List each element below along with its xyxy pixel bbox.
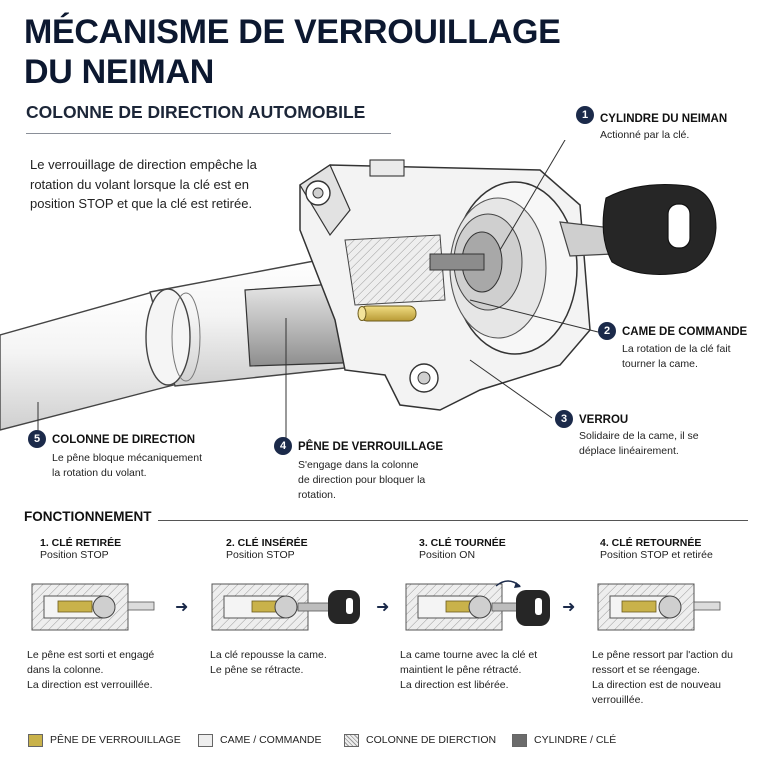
- step-2: 2. CLÉ INSÉRÉE Position STOP: [226, 537, 308, 561]
- step-desc-1: La came tourne avec la clé et maintient …: [400, 649, 538, 676]
- step-subtitle: Position ON: [419, 549, 476, 561]
- section-title: FONCTIONNEMENT: [24, 509, 152, 524]
- step-arrow-icon: ➜: [376, 599, 390, 616]
- legend-label: PÊNE DE VERROUILLAGE: [50, 734, 181, 746]
- section-divider: [158, 520, 748, 521]
- step-title: 2. CLÉ INSÉRÉE: [226, 537, 308, 549]
- step-desc-2: La direction est verrouillée.: [27, 679, 153, 691]
- step-1-illustration: [31, 583, 155, 631]
- step-subtitle: Position STOP: [226, 549, 295, 561]
- subtitle-divider: [26, 133, 391, 134]
- callout-title: CYLINDRE DU NEIMAN: [600, 113, 728, 125]
- legend-label: COLONNE DE DIERCTION: [366, 734, 497, 746]
- callout-desc: Le pêne bloque mécaniquement la rotation…: [52, 452, 203, 479]
- locking-bolt: [357, 305, 417, 322]
- callout-leaders: [37, 140, 599, 440]
- step-title: 3. CLÉ TOURNÉE: [419, 537, 506, 549]
- step-desc-1: La clé repousse la came.: [210, 649, 327, 661]
- step-4-illustration: [597, 583, 721, 631]
- legend-swatch-cam: [198, 734, 213, 747]
- callout-desc: S'engage dans la colonne de direction po…: [298, 459, 426, 501]
- callout-number: 4: [274, 437, 292, 455]
- step-subtitle: Position STOP et retirée: [600, 549, 713, 561]
- step-1-description: Le pêne est sorti et engagé dans la colo…: [27, 648, 162, 693]
- page-title: MÉCANISME DE VERROUILLAGE DU NEIMAN: [24, 12, 624, 92]
- legend-swatch-column: [344, 734, 359, 747]
- step-subtitle: Position STOP: [40, 549, 109, 561]
- callout-title: PÊNE DE VERROUILLAGE: [298, 441, 444, 453]
- step-4: 4. CLÉ RETOURNÉE Position STOP et retiré…: [600, 537, 713, 561]
- step-title: 4. CLÉ RETOURNÉE: [600, 537, 702, 549]
- callout-title: COLONNE DE DIRECTION: [52, 434, 196, 446]
- callout-number: 1: [576, 106, 594, 124]
- callout-desc: La rotation de la clé fait tourner la ca…: [622, 343, 731, 370]
- steering-lock-illustration: [0, 140, 717, 440]
- step-3-illustration: [405, 580, 550, 631]
- title-line-2: DU NEIMAN: [24, 53, 214, 91]
- legend-swatch-cylinder: [512, 734, 527, 747]
- step-2-description: La clé repousse la came. Le pêne se rétr…: [210, 648, 350, 678]
- title-line-1: MÉCANISME DE VERROUILLAGE: [24, 13, 561, 51]
- callout-number: 3: [555, 410, 573, 428]
- step-1: 1. CLÉ RETIRÉE Position STOP: [40, 537, 121, 561]
- step-desc-1: Le pêne ressort par l'action du ressort …: [592, 649, 733, 676]
- step-3-description: La came tourne avec la clé et maintient …: [400, 648, 545, 693]
- callout-title: CAME DE COMMANDE: [622, 326, 748, 338]
- step-desc-1: Le pêne est sorti et engagé dans la colo…: [27, 649, 155, 676]
- callout-desc: Solidaire de la came, il se déplace liné…: [579, 430, 699, 457]
- callout-title: VERROU: [579, 414, 629, 426]
- ignition-key: [559, 184, 717, 275]
- step-title: 1. CLÉ RETIRÉE: [40, 537, 122, 549]
- callout-desc: Actionné par la clé.: [600, 129, 690, 141]
- callout-number: 2: [598, 322, 616, 340]
- step-3: 3. CLÉ TOURNÉE Position ON: [419, 537, 506, 561]
- step-desc-2: La direction est de nouveau verrouillée.: [592, 679, 722, 706]
- cylinder-cutaway: [429, 181, 578, 355]
- intro-text: Le verrouillage de direction empêche la …: [30, 157, 257, 211]
- step-4-description: Le pêne ressort par l'action du ressort …: [592, 648, 742, 708]
- step-arrow-icon: ➜: [562, 599, 576, 616]
- step-arrow-icon: ➜: [175, 599, 189, 616]
- page-subtitle: COLONNE DE DIRECTION AUTOMOBILE: [26, 102, 366, 122]
- legend-swatch-bolt: [28, 734, 43, 747]
- step-desc-2: Le pêne se rétracte.: [210, 664, 304, 676]
- legend-label: CYLINDRE / CLÉ: [534, 734, 617, 746]
- callout-number: 5: [28, 430, 46, 448]
- step-2-illustration: [211, 583, 360, 631]
- legend-label: CAME / COMMANDE: [220, 734, 322, 746]
- step-desc-2: La direction est libérée.: [400, 679, 509, 691]
